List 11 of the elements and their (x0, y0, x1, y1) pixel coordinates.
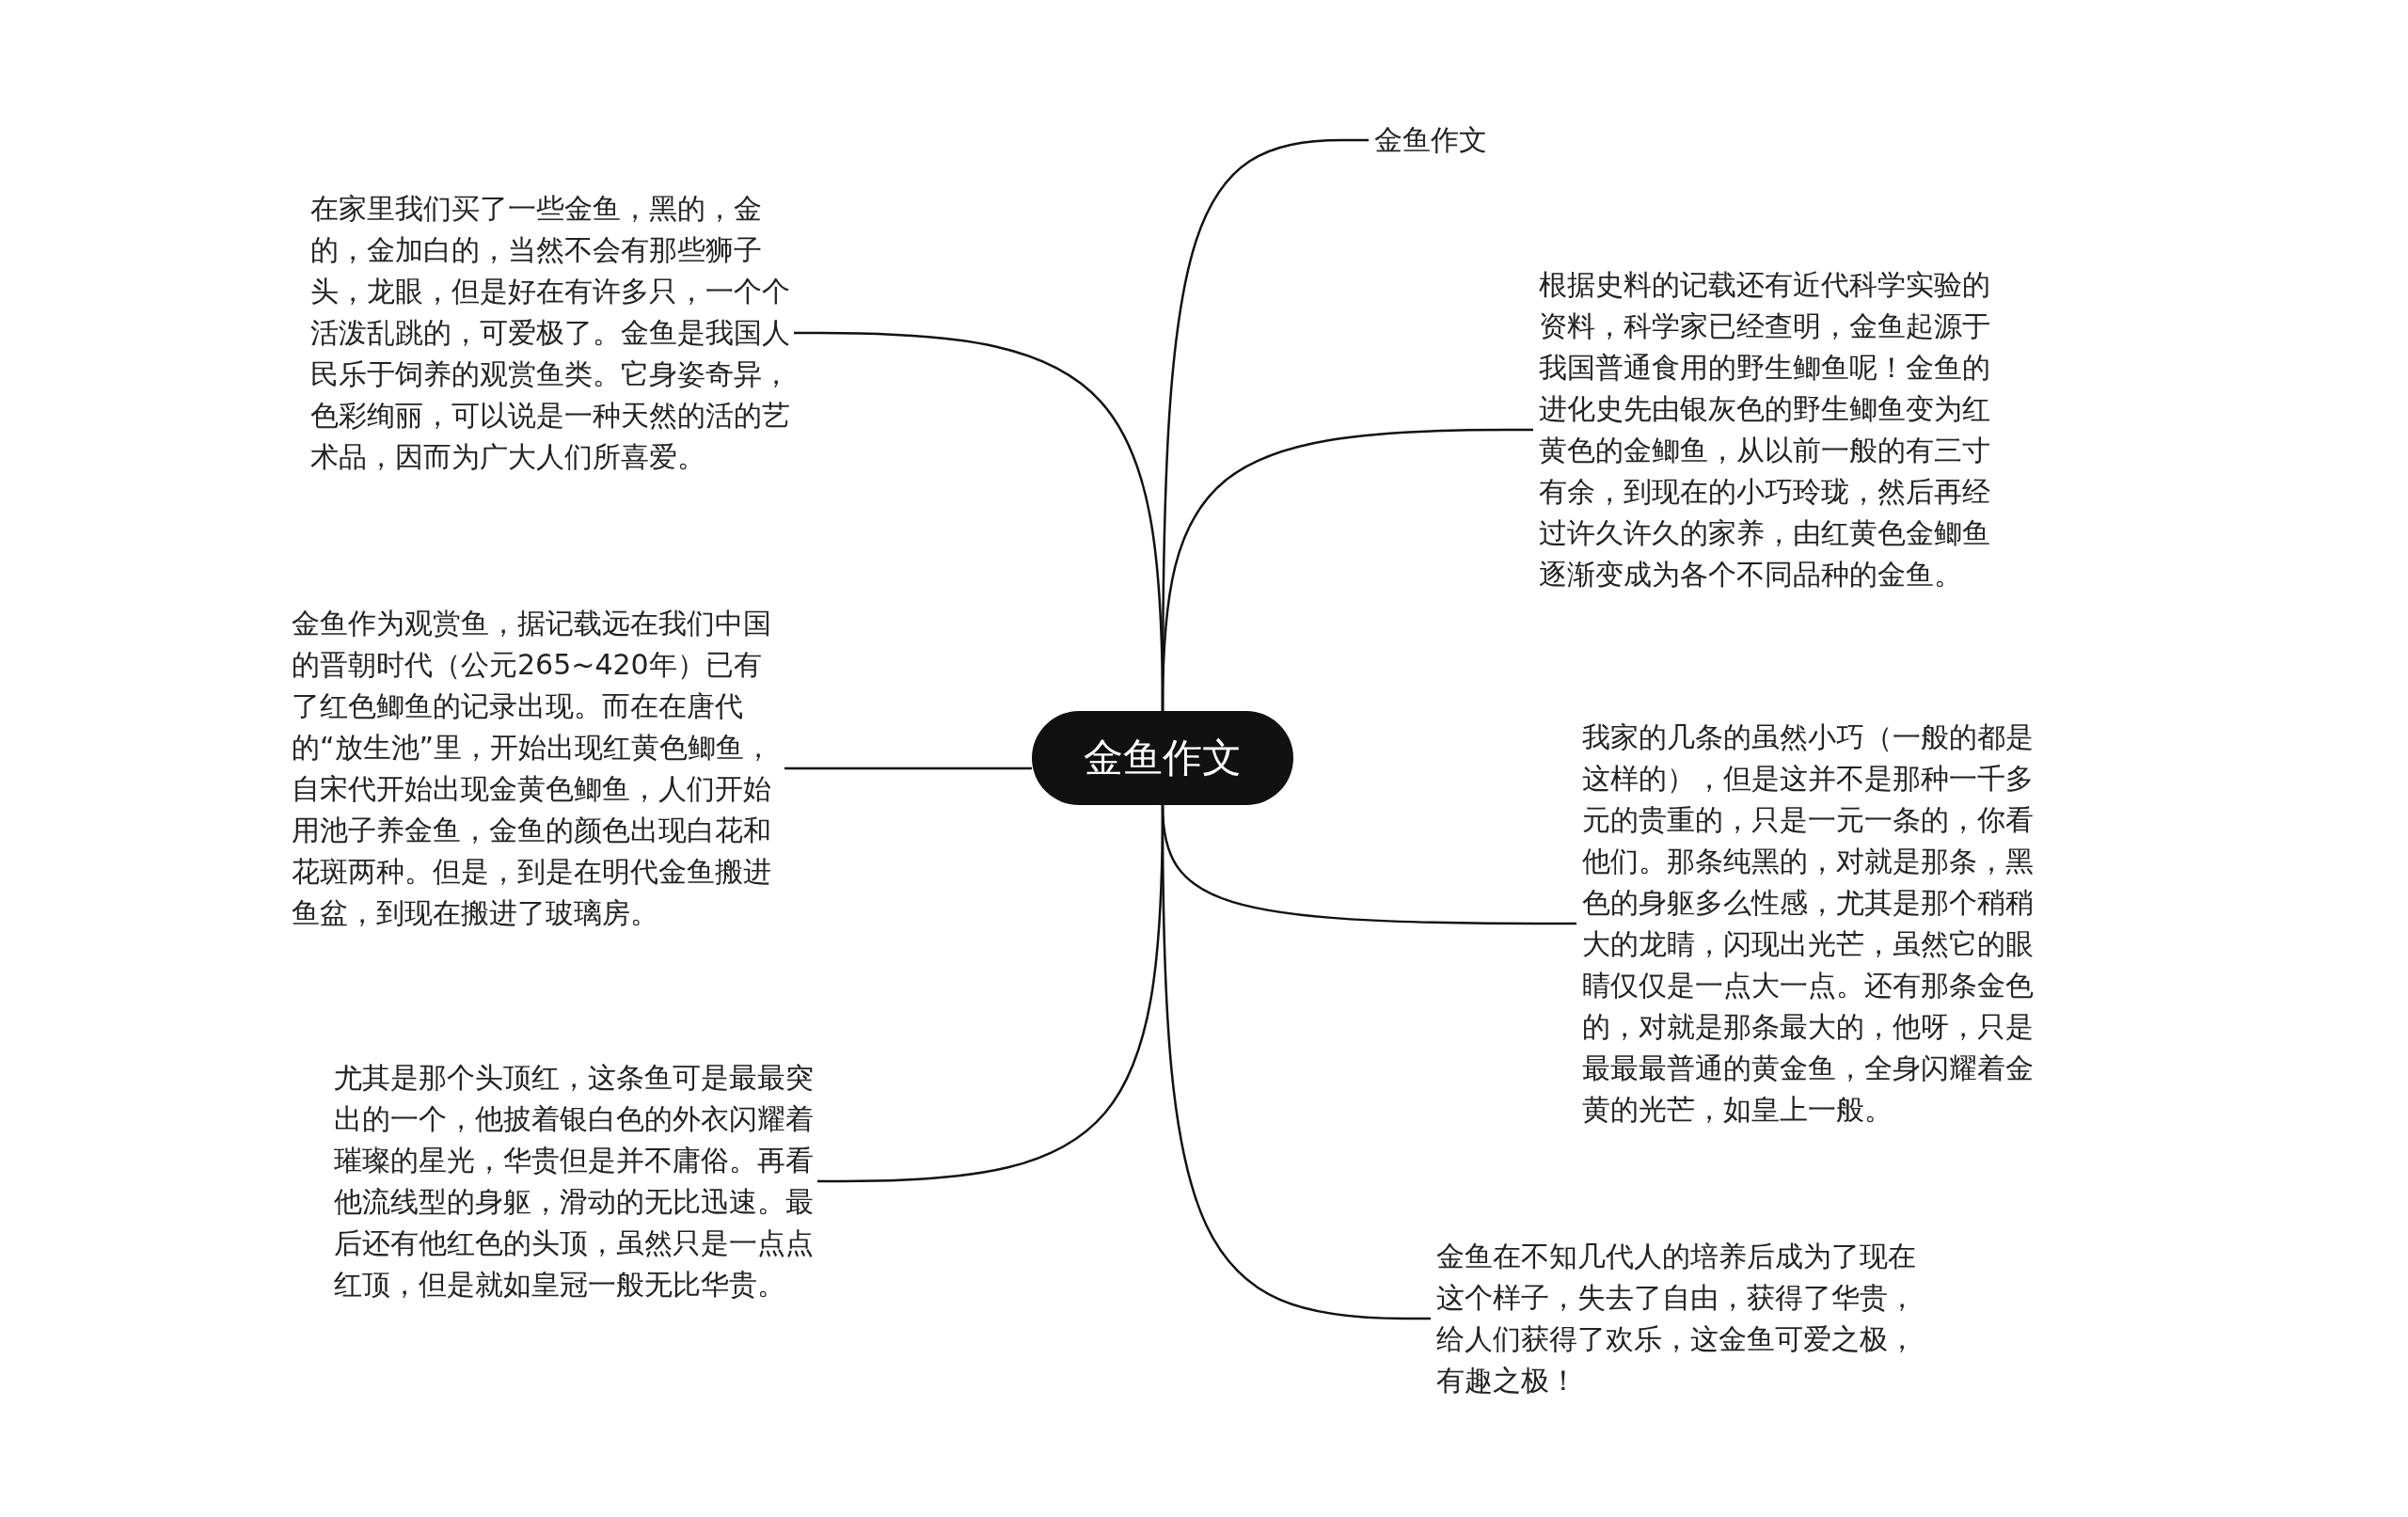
branch-line (784, 766, 1032, 770)
topic-text: 根据史料的记载还有近代科学实验的资料，科学家已经查明，金鱼起源于我国普通食用的野生鲫鱼呢！金鱼的进化史先由银灰色的野生鲫鱼变为红黄色的金鲫鱼，从以前一般的有三寸有余，到现在的小巧玲珑，然后再经过许久许久的家养，由红黄色金鲫鱼逐渐变成为各个不同品种的金鱼。 (1539, 241, 2014, 619)
central-topic: 金鱼作文 (1032, 711, 1293, 805)
topic-text: 我家的几条的虽然小巧（一般的都是这样的），但是这并不是那种一千多元的贵重的，只是一元一条的，你看他们。那条纯黑的，对就是那条，黑色的身躯多么性感，尤其是那个稍稍大的龙睛，闪现出光芒，虽然它的眼睛仅仅是一点大一点。还有那条金色的，对就是那条最大的，他呀，只是最最最普通的黄金鱼，全身闪耀着金黄的光芒，如皇上一般。 (1582, 694, 2057, 1153)
topic-text: 尤其是那个头顶红，这条鱼可是最最突出的一个，他披着银白色的外衣闪耀着璀璨的星光，华贵但是并不庸俗。再看他流线型的身躯，滑动的无比迅速。最后还有他红色的头顶，虽然只是一点点红顶，但是就如皇冠一般无比华贵。 (334, 1035, 814, 1328)
topic-text: 金鱼作文 (1374, 113, 1525, 167)
branch-line (1161, 805, 1431, 1320)
topic-text: 金鱼在不知几代人的培养后成为了现在这个样子，失去了自由，获得了华贵，给人们获得了欢乐，这金鱼可爱之极，有趣之极！ (1436, 1234, 1916, 1403)
topic-text: 金鱼作为观赏鱼，据记载远在我们中国的晋朝时代（公元265~420年）已有了红色鲫鱼的记录出现。而在在唐代的“放生池”里，开始出现红黄色鲫鱼，自宋代开始出现金黄色鲫鱼，人们开始用池子养金鱼，金鱼的颜色出现白花和花斑两种。但是，到是在明代金鱼搬进鱼盆，到现在搬进了玻璃房。 (292, 581, 781, 956)
topic-text: 在家里我们买了一些金鱼，黑的，金的，金加白的，当然不会有那些狮子头，龙眼，但是好在有许多只，一个个活泼乱跳的，可爱极了。金鱼是我国人民乐于饲养的观赏鱼类。它身姿奇异，色彩绚丽，可以说是一种天然的活的艺术品，因而为广大人们所喜爱。 (310, 166, 790, 500)
branch-line (1161, 428, 1533, 712)
